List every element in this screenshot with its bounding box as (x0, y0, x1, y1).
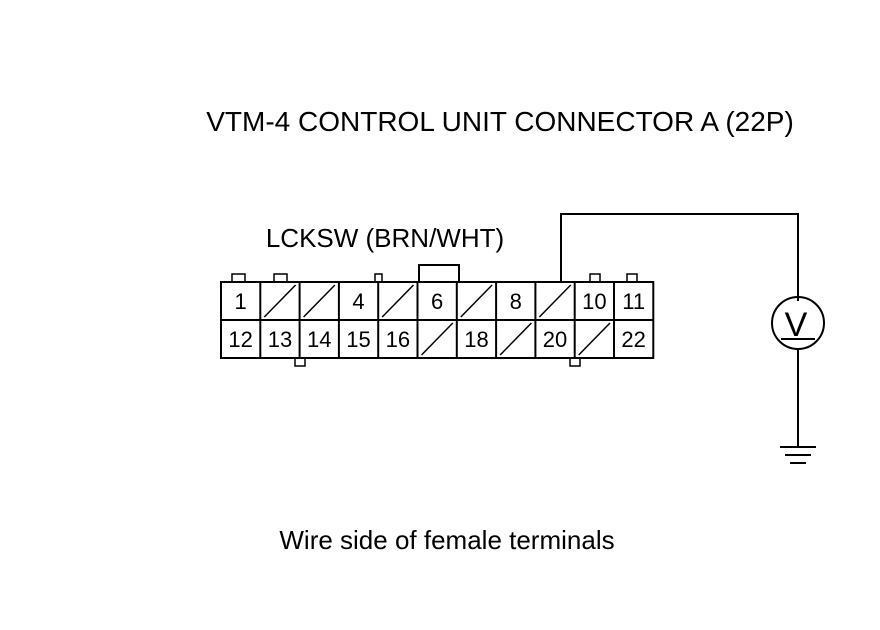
top-latch-3 (374, 273, 383, 282)
terminal-22: 22 (621, 327, 645, 352)
terminal-18: 18 (464, 327, 488, 352)
unused-terminal-slash (499, 322, 532, 356)
test-lead-wire (560, 213, 799, 301)
terminal-15: 15 (346, 327, 370, 352)
terminal-11: 11 (622, 289, 645, 314)
terminal-12: 12 (228, 327, 252, 352)
wire-label: LCKSW (BRN/WHT) (266, 223, 504, 253)
bottom-latch-1 (294, 358, 306, 367)
voltmeter-symbol: V (785, 306, 808, 344)
terminal-14: 14 (307, 327, 331, 352)
unused-terminal-slash (420, 322, 454, 356)
top-latch-2 (273, 273, 288, 282)
unused-terminal-slash (263, 284, 297, 318)
top-latch-5 (626, 273, 638, 282)
unused-terminal-slash (460, 284, 493, 318)
terminal-8: 8 (510, 289, 522, 314)
terminal-20: 20 (543, 327, 567, 352)
ground-icon (780, 446, 816, 464)
unused-terminal-slash (538, 284, 572, 318)
terminal-10: 10 (582, 289, 606, 314)
unused-terminal-slash (381, 284, 415, 318)
top-latch-1 (231, 273, 246, 282)
unused-terminal-slash (303, 284, 336, 318)
unused-terminal-slash (578, 322, 611, 356)
terminal-16: 16 (386, 327, 410, 352)
voltmeter-circuit: V (560, 213, 825, 464)
diagram-caption: Wire side of female terminals (279, 525, 614, 555)
terminal-4: 4 (352, 289, 364, 314)
bottom-latch-2 (569, 358, 581, 367)
terminal-6: 6 (431, 289, 443, 314)
connector-lock-tab (418, 264, 460, 282)
diagram-title: VTM-4 CONTROL UNIT CONNECTOR A (22P) (206, 106, 794, 137)
top-latch-4 (589, 273, 601, 282)
terminal-13: 13 (268, 327, 292, 352)
terminal-1: 1 (235, 289, 247, 314)
